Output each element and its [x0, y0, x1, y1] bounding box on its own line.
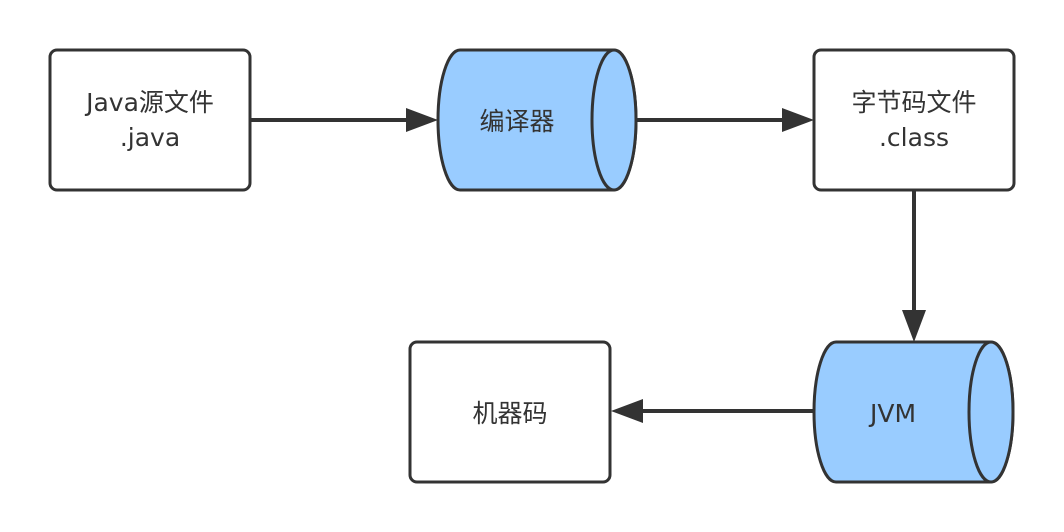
arrowhead-icon — [406, 108, 438, 132]
machine-code-box — [408, 340, 612, 484]
node-java-source: Java源文件 .java — [48, 48, 252, 192]
java-source-label-line1: Java源文件 — [84, 88, 214, 117]
edge-compiler-to-bytecode — [636, 108, 814, 132]
compiler-label: 编译器 — [479, 107, 554, 136]
node-compiler: 编译器 — [436, 48, 638, 192]
arrowhead-icon — [611, 399, 643, 423]
arrowhead-icon — [902, 310, 926, 342]
node-machine-code: 机器码 — [408, 340, 612, 484]
node-jvm: JVM — [812, 340, 1015, 484]
java-source-box — [48, 48, 252, 192]
arrowhead-icon — [782, 108, 814, 132]
bytecode-label-line1: 字节码文件 — [851, 88, 976, 117]
compiler-cylinder-cap — [590, 48, 638, 192]
node-bytecode: 字节码文件 .class — [812, 48, 1016, 192]
edge-source-to-compiler — [251, 108, 438, 132]
bytecode-label-line2: .class — [879, 123, 949, 152]
java-source-label-line2: .java — [120, 123, 180, 152]
machine-code-label: 机器码 — [472, 399, 547, 428]
edge-jvm-to-machine-code — [611, 399, 813, 423]
bytecode-box — [812, 48, 1016, 192]
jvm-cylinder-cap — [967, 340, 1015, 484]
jvm-label: JVM — [868, 399, 916, 428]
edge-bytecode-to-jvm — [902, 190, 926, 342]
